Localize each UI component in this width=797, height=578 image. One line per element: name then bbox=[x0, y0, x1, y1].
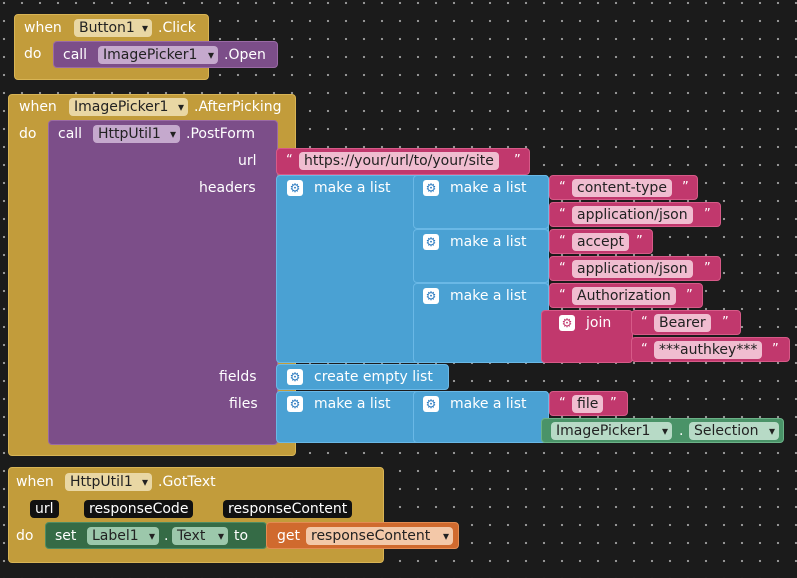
text-field-bearer[interactable]: Bearer bbox=[654, 314, 711, 332]
method-name: .Open bbox=[224, 47, 266, 63]
do-keyword: do bbox=[19, 126, 37, 142]
quote-open: “ bbox=[641, 315, 648, 330]
event-name: .GotText bbox=[158, 474, 216, 490]
quote-close: ” bbox=[704, 261, 711, 276]
mutator-gear-icon[interactable]: ⚙ bbox=[287, 180, 303, 196]
component-dropdown[interactable]: Button1 bbox=[74, 19, 152, 37]
variable-dropdown[interactable]: responseContent bbox=[306, 527, 453, 545]
make-list-label: make a list bbox=[450, 396, 527, 412]
quote-open: “ bbox=[286, 153, 293, 168]
quote-open: “ bbox=[559, 396, 566, 411]
text-field-url[interactable]: https://your/url/to/your/site bbox=[299, 152, 499, 170]
set-keyword: set bbox=[55, 528, 77, 544]
make-list-label: make a list bbox=[450, 234, 527, 250]
dot-separator: . bbox=[164, 528, 169, 544]
join-block[interactable] bbox=[541, 310, 633, 363]
event-param-response-content[interactable]: responseContent bbox=[223, 500, 353, 518]
quote-open: “ bbox=[641, 342, 648, 357]
socket-label-url: url bbox=[238, 153, 257, 169]
quote-close: ” bbox=[772, 342, 779, 357]
when-keyword: when bbox=[19, 99, 57, 115]
component-dropdown[interactable]: ImagePicker1 bbox=[69, 98, 188, 116]
component-dropdown[interactable]: ImagePicker1 bbox=[551, 422, 672, 440]
make-list-label: make a list bbox=[314, 180, 391, 196]
quote-open: “ bbox=[559, 207, 566, 222]
quote-open: “ bbox=[559, 180, 566, 195]
event-name: .AfterPicking bbox=[194, 99, 282, 115]
property-dropdown[interactable]: Selection bbox=[689, 422, 779, 440]
mutator-gear-icon[interactable]: ⚙ bbox=[423, 396, 439, 412]
quote-close: ” bbox=[514, 153, 521, 168]
quote-close: ” bbox=[722, 315, 729, 330]
text-field-authorization[interactable]: Authorization bbox=[572, 287, 676, 305]
quote-open: “ bbox=[559, 288, 566, 303]
make-list-label: make a list bbox=[450, 288, 527, 304]
get-keyword: get bbox=[277, 528, 300, 544]
property-dropdown[interactable]: Text bbox=[172, 527, 228, 545]
component-dropdown[interactable]: HttpUtil1 bbox=[93, 125, 180, 143]
join-label: join bbox=[586, 315, 612, 331]
dot-separator: . bbox=[679, 423, 684, 439]
call-keyword: call bbox=[63, 47, 88, 63]
socket-label-fields: fields bbox=[219, 369, 257, 385]
socket-label-files: files bbox=[229, 396, 258, 412]
quote-close: ” bbox=[636, 234, 643, 249]
component-dropdown[interactable]: HttpUtil1 bbox=[65, 473, 152, 491]
quote-close: ” bbox=[686, 288, 693, 303]
text-field-application-json[interactable]: application/json bbox=[572, 206, 693, 224]
do-keyword: do bbox=[24, 46, 42, 62]
quote-close: ” bbox=[610, 396, 617, 411]
mutator-gear-icon[interactable]: ⚙ bbox=[287, 369, 303, 385]
when-keyword: when bbox=[24, 20, 62, 36]
socket-label-headers: headers bbox=[199, 180, 256, 196]
quote-close: ” bbox=[704, 207, 711, 222]
mutator-gear-icon[interactable]: ⚙ bbox=[559, 315, 575, 331]
text-field-file[interactable]: file bbox=[572, 395, 604, 413]
text-field-content-type[interactable]: content-type bbox=[572, 179, 672, 197]
to-keyword: to bbox=[234, 528, 249, 544]
mutator-gear-icon[interactable]: ⚙ bbox=[423, 288, 439, 304]
call-keyword: call bbox=[58, 126, 83, 142]
create-empty-list-block[interactable] bbox=[276, 364, 449, 390]
create-empty-list-label: create empty list bbox=[314, 369, 433, 385]
method-name: .PostForm bbox=[186, 126, 256, 142]
mutator-gear-icon[interactable]: ⚙ bbox=[287, 396, 303, 412]
event-param-url[interactable]: url bbox=[30, 500, 59, 518]
quote-close: ” bbox=[682, 180, 689, 195]
text-field-accept[interactable]: accept bbox=[572, 233, 629, 251]
text-field-authkey[interactable]: ***authkey*** bbox=[654, 341, 763, 359]
text-field-application-json[interactable]: application/json bbox=[572, 260, 693, 278]
do-keyword: do bbox=[16, 528, 34, 544]
component-dropdown[interactable]: Label1 bbox=[87, 527, 159, 545]
call-block-httputil-postform[interactable] bbox=[48, 120, 278, 445]
quote-open: “ bbox=[559, 261, 566, 276]
when-keyword: when bbox=[16, 474, 54, 490]
mutator-gear-icon[interactable]: ⚙ bbox=[423, 180, 439, 196]
mutator-gear-icon[interactable]: ⚙ bbox=[423, 234, 439, 250]
event-param-response-code[interactable]: responseCode bbox=[84, 500, 194, 518]
make-list-label: make a list bbox=[314, 396, 391, 412]
event-name: .Click bbox=[158, 20, 196, 36]
make-list-label: make a list bbox=[450, 180, 527, 196]
component-dropdown[interactable]: ImagePicker1 bbox=[98, 46, 218, 64]
quote-open: “ bbox=[559, 234, 566, 249]
